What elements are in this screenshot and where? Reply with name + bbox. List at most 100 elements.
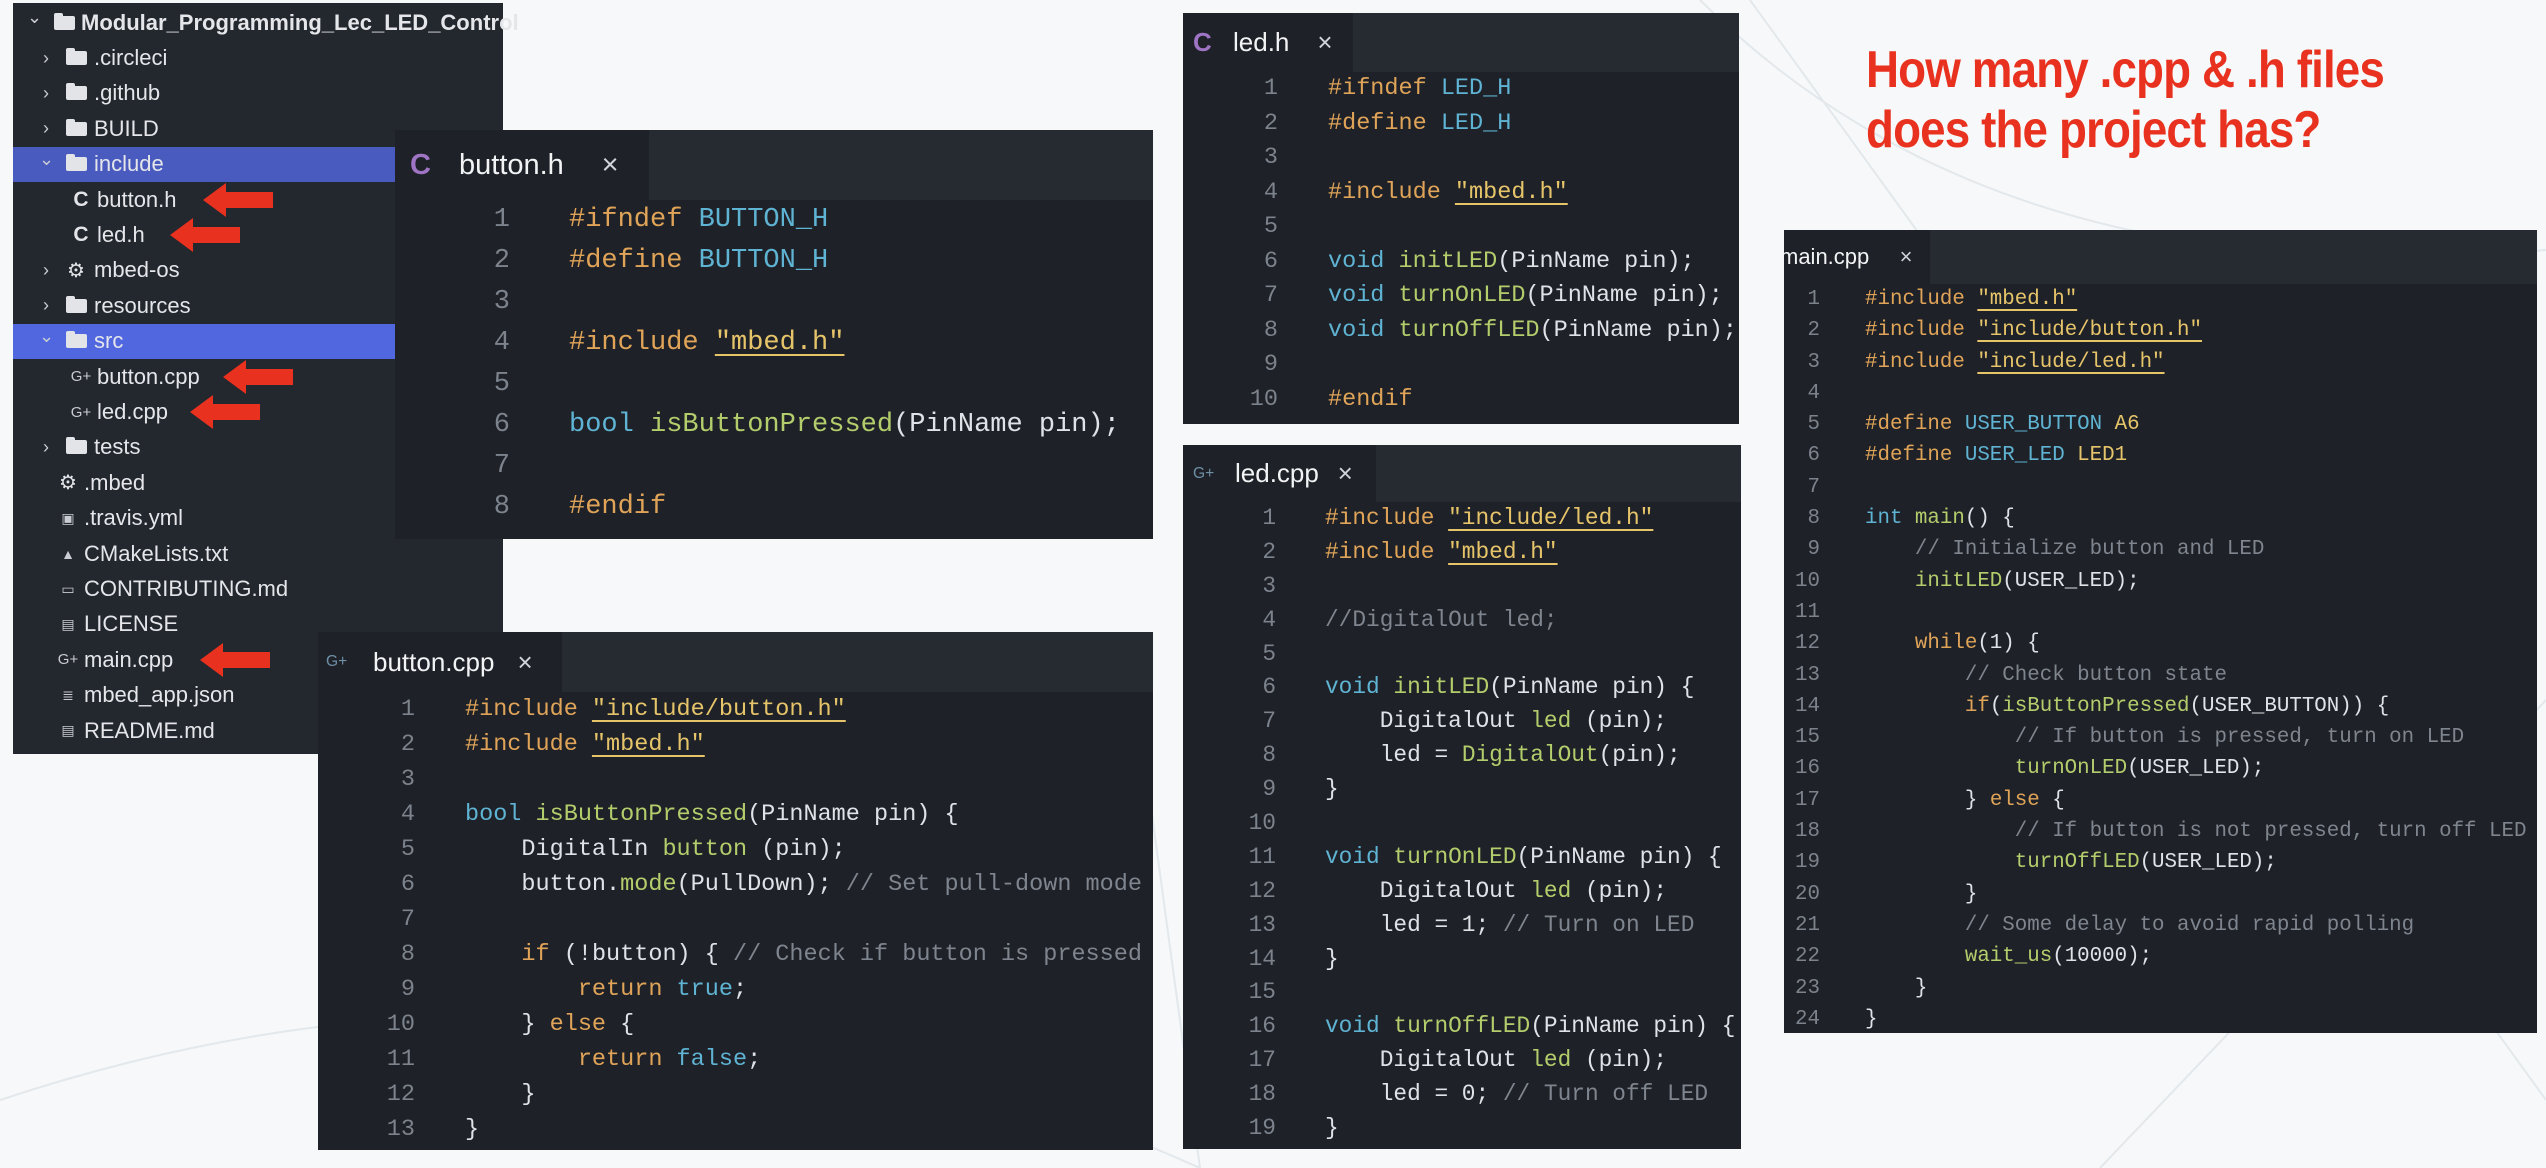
line-number: 15 bbox=[1795, 726, 1820, 750]
code-line: 9 return true; bbox=[318, 972, 1153, 1007]
code-line: 7 DigitalOut led (pin); bbox=[1183, 705, 1741, 739]
tree-item-cmakelists-txt[interactable]: ▲CMakeLists.txt bbox=[13, 536, 503, 571]
code-token: (pin); bbox=[1598, 742, 1681, 769]
close-icon[interactable]: × bbox=[517, 646, 533, 677]
tree-item-main-cpp[interactable]: G+main.cpp bbox=[13, 642, 503, 677]
code-token: (USER_LED); bbox=[2139, 851, 2277, 875]
close-icon[interactable]: × bbox=[1337, 458, 1353, 488]
tab-label[interactable]: led.h bbox=[1233, 27, 1290, 57]
icon-glyph: C bbox=[73, 187, 89, 211]
code-token: while bbox=[1914, 632, 1978, 656]
code-line: 3 bbox=[318, 762, 1153, 797]
code-line: 2#include "mbed.h" bbox=[318, 727, 1153, 762]
tree-item-build[interactable]: ›BUILD bbox=[13, 111, 503, 146]
tab-led-cpp[interactable]: G+led.cpp× bbox=[1183, 445, 1376, 502]
tab-label[interactable]: led.cpp bbox=[1235, 458, 1319, 488]
tree-item-contributing-md[interactable]: ▭CONTRIBUTING.md bbox=[13, 571, 503, 606]
code-area[interactable]: 1#include "include/led.h"2#include "mbed… bbox=[1183, 502, 1741, 1146]
line-number: 19 bbox=[1795, 851, 1820, 875]
tree-item-readme-md[interactable]: ▤README.md bbox=[13, 713, 503, 748]
code-token: // Check button state bbox=[1964, 663, 2227, 687]
line-code: #ifndef BUTTON_H bbox=[569, 200, 828, 241]
tree-item-mbed-app-json[interactable]: ≣mbed_app.json bbox=[13, 678, 503, 713]
tree-item-label: button.cpp bbox=[97, 363, 200, 389]
line-code: #include "mbed.h" bbox=[569, 323, 844, 364]
editor-button-cpp: G+button.cpp×1#include "include/button.h… bbox=[318, 632, 1153, 1150]
tree-item--circleci[interactable]: ›.circleci bbox=[13, 40, 503, 75]
editor-main-cpp: main.cpp × 1#include "mbed.h"2#include "in… bbox=[1784, 230, 2537, 1033]
line-code: } bbox=[1325, 773, 1339, 807]
line-code: #endif bbox=[1328, 383, 1413, 418]
chevron-right-icon[interactable]: › bbox=[43, 47, 49, 68]
chevron-right-icon[interactable]: › bbox=[43, 295, 49, 316]
code-token: } bbox=[1325, 776, 1339, 803]
icon-glyph: ▤ bbox=[61, 722, 75, 739]
line-number: 12 bbox=[386, 1081, 415, 1108]
code-token: } bbox=[1865, 976, 1928, 1000]
line-number: 2 bbox=[1262, 538, 1276, 565]
tree-item-label: LICENSE bbox=[84, 611, 179, 637]
code-token: DigitalOut bbox=[1325, 877, 1531, 904]
code-token: true bbox=[676, 976, 733, 1003]
folder-icon bbox=[65, 437, 87, 457]
tree-item-tests[interactable]: ›tests bbox=[13, 430, 503, 465]
tree-item-button-cpp[interactable]: G+button.cpp bbox=[13, 359, 503, 394]
code-line: 12 } bbox=[318, 1077, 1153, 1112]
line-number: 10 bbox=[1249, 385, 1278, 413]
chevron-right-icon[interactable]: › bbox=[43, 259, 49, 280]
close-icon[interactable]: × bbox=[1317, 27, 1333, 57]
close-icon[interactable]: × bbox=[601, 148, 619, 181]
code-line: 3 bbox=[395, 282, 1153, 323]
close-icon[interactable]: × bbox=[1899, 244, 1913, 269]
tree-item-label: src bbox=[94, 328, 124, 354]
code-token: } bbox=[465, 1081, 536, 1108]
code-line: 9} bbox=[1183, 773, 1741, 807]
code-area[interactable]: 1#include "mbed.h"2#include "include/but… bbox=[1784, 284, 2537, 1033]
tree-item--github[interactable]: ›.github bbox=[13, 76, 503, 111]
chevron-down-icon[interactable]: ⌄ bbox=[39, 325, 55, 346]
chevron-right-icon[interactable]: › bbox=[43, 82, 49, 103]
chevron-down-icon[interactable]: ⌄ bbox=[27, 7, 43, 28]
tree-item-modular-programming-lec-led-control[interactable]: ⌄Modular_Programming_Lec_LED_Control bbox=[13, 5, 519, 40]
tree-item-mbed-os[interactable]: ›⚙mbed-os bbox=[13, 253, 503, 288]
chevron-down-icon[interactable]: ⌄ bbox=[39, 148, 55, 169]
code-line: 3#include "include/led.h" bbox=[1784, 347, 2537, 378]
code-token: turnOffLED bbox=[2014, 851, 2140, 875]
tab-button-cpp[interactable]: G+button.cpp× bbox=[318, 632, 562, 692]
tab-label[interactable]: main.cpp bbox=[1784, 244, 1870, 269]
line-number: 16 bbox=[1795, 757, 1820, 781]
line-number: 10 bbox=[1248, 810, 1276, 837]
tab-label[interactable]: button.h bbox=[459, 148, 564, 181]
code-token: #ifndef bbox=[569, 205, 699, 235]
code-token: LED_H bbox=[1440, 109, 1512, 137]
tree-item--mbed[interactable]: ⚙.mbed bbox=[13, 465, 503, 500]
code-area[interactable]: 1#include "include/button.h"2#include "m… bbox=[318, 692, 1153, 1147]
tree-item--travis-yml[interactable]: ▣.travis.yml bbox=[13, 501, 503, 536]
chevron-right-icon[interactable]: › bbox=[43, 436, 49, 457]
code-line: 3 bbox=[1183, 141, 1739, 176]
code-token: #include bbox=[569, 328, 715, 358]
tab-main-cpp[interactable]: main.cpp × bbox=[1784, 230, 1930, 284]
code-line: 14 if(isButtonPressed(USER_BUTTON)) { bbox=[1784, 691, 2537, 722]
code-token: (PinName pin); bbox=[1525, 282, 1723, 309]
line-number: 6 bbox=[1263, 247, 1278, 275]
code-token: ( bbox=[1989, 694, 2003, 718]
tree-item-resources[interactable]: ›resources bbox=[13, 288, 503, 323]
editor-tab-bar: G+led.cpp× bbox=[1183, 445, 1741, 502]
code-token: "mbed.h" bbox=[714, 328, 845, 358]
tree-item-license[interactable]: ▤LICENSE bbox=[13, 607, 503, 642]
chevron-right-icon[interactable]: › bbox=[43, 118, 49, 139]
tab-label[interactable]: button.cpp bbox=[373, 646, 495, 677]
code-token: turnOffLED bbox=[1393, 1013, 1531, 1040]
icon-glyph: ⚙ bbox=[67, 259, 85, 282]
line-code: } bbox=[1865, 973, 1928, 1004]
tree-item-led-cpp[interactable]: G+led.cpp bbox=[13, 394, 503, 429]
